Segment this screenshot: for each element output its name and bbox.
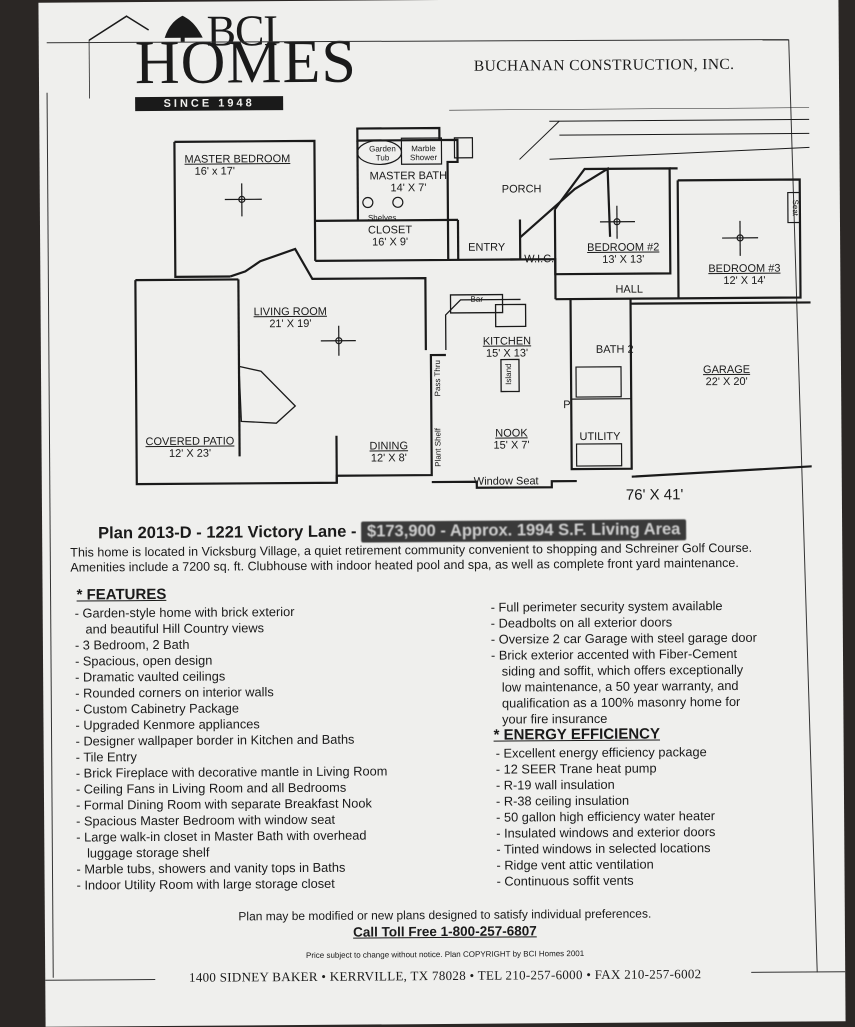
overall-dimensions: 76' X 41' (626, 486, 684, 503)
list-item: - Full perimeter security system availab… (491, 598, 757, 616)
features-heading: * FEATURES (77, 586, 167, 604)
label-island: Island (503, 363, 515, 384)
label-pantry: P (563, 399, 570, 411)
list-item: low maintenance, a 50 year warranty, and (491, 678, 757, 696)
label-porch: PORCH (502, 183, 542, 195)
label-window-seat: Window Seat (474, 475, 539, 487)
label-kitchen: KITCHEN 15' X 13' (483, 335, 531, 359)
label-living-room: LIVING ROOM 21' X 19' (254, 306, 328, 331)
features-left-list: - Garden-style home with brick exterior … (75, 603, 389, 893)
list-item: - Tinted windows in selected locations (496, 840, 715, 858)
list-item: - R-38 ceiling insulation (496, 792, 715, 810)
list-item: - Marble tubs, showers and vanity tops i… (76, 859, 388, 877)
label-seat: Seat (789, 199, 801, 216)
label-hall: HALL (615, 284, 643, 296)
label-pass-thru: Pass Thru (432, 360, 444, 396)
label-garden-tub: Garden Tub (362, 144, 402, 162)
label-wic: W.I.C. (524, 253, 554, 265)
label-master-bath: MASTER BATH 14' X 7' (370, 170, 448, 195)
flyer-page: BCI HOMES SINCE 1948 BUCHANAN CONSTRUCTI… (38, 0, 845, 1027)
label-master-bedroom: MASTER BEDROOM 16' x 17' (184, 153, 290, 178)
energy-heading: * ENERGY EFFICIENCY (493, 725, 660, 743)
list-item: - R-19 wall insulation (496, 776, 715, 794)
list-item: - Oversize 2 car Garage with steel garag… (491, 630, 757, 648)
label-covered-patio: COVERED PATIO 12' X 23' (145, 435, 234, 460)
label-bath-2: BATH 2 (596, 344, 634, 356)
list-item: - Ridge vent attic ventilation (496, 856, 715, 874)
label-utility: UTILITY (579, 431, 620, 443)
label-bedroom-3: BEDROOM #3 12' X 14' (708, 263, 780, 288)
label-marble-shower: Marble Shower (405, 144, 441, 162)
list-item: siding and soffit, which offers exceptio… (491, 662, 757, 680)
list-item: - Designer wallpaper border in Kitchen a… (76, 731, 388, 749)
plan-address: Plan 2013-D - 1221 Victory Lane - (98, 523, 356, 543)
features-right-list: - Full perimeter security system availab… (491, 598, 758, 728)
list-item: - Brick exterior accented with Fiber-Cem… (491, 646, 757, 664)
label-garage: GARAGE 22' X 20' (703, 364, 750, 388)
list-item: - 12 SEER Trane heat pump (496, 760, 715, 778)
list-item: - Insulated windows and exterior doors (496, 824, 715, 842)
label-entry: ENTRY (468, 242, 505, 254)
list-item: qualification as a 100% masonry home for (491, 694, 757, 712)
list-item: - Large walk-in closet in Master Bath wi… (76, 827, 388, 845)
label-dining: DINING 12' X 8' (369, 440, 408, 464)
intro-paragraph: This home is located in Vicksburg Villag… (70, 540, 830, 575)
list-item: - 50 gallon high efficiency water heater (496, 808, 715, 826)
list-item: - Formal Dining Room with separate Break… (76, 795, 388, 813)
plan-title: Plan 2013-D - 1221 Victory Lane - $173,9… (98, 519, 686, 544)
list-item: - Excellent energy efficiency package (496, 744, 715, 762)
label-nook: NOOK 15' X 7' (493, 427, 529, 451)
list-item: - Indoor Utility Room with large storage… (77, 875, 389, 893)
list-item: - Continuous soffit vents (497, 872, 716, 890)
label-closet: CLOSET 16' X 9' (368, 224, 412, 248)
label-bar: Bar (470, 294, 483, 306)
label-plant-shelf: Plant Shelf (432, 428, 444, 467)
energy-list: - Excellent energy efficiency package - … (496, 744, 716, 890)
label-bedroom-2: BEDROOM #2 13' X 13' (587, 241, 659, 266)
price-redacted: $173,900 - Approx. 1994 S.F. Living Area (361, 519, 686, 542)
label-shelves: Shelves (368, 212, 397, 224)
list-item: - Deadbolts on all exterior doors (491, 614, 757, 632)
